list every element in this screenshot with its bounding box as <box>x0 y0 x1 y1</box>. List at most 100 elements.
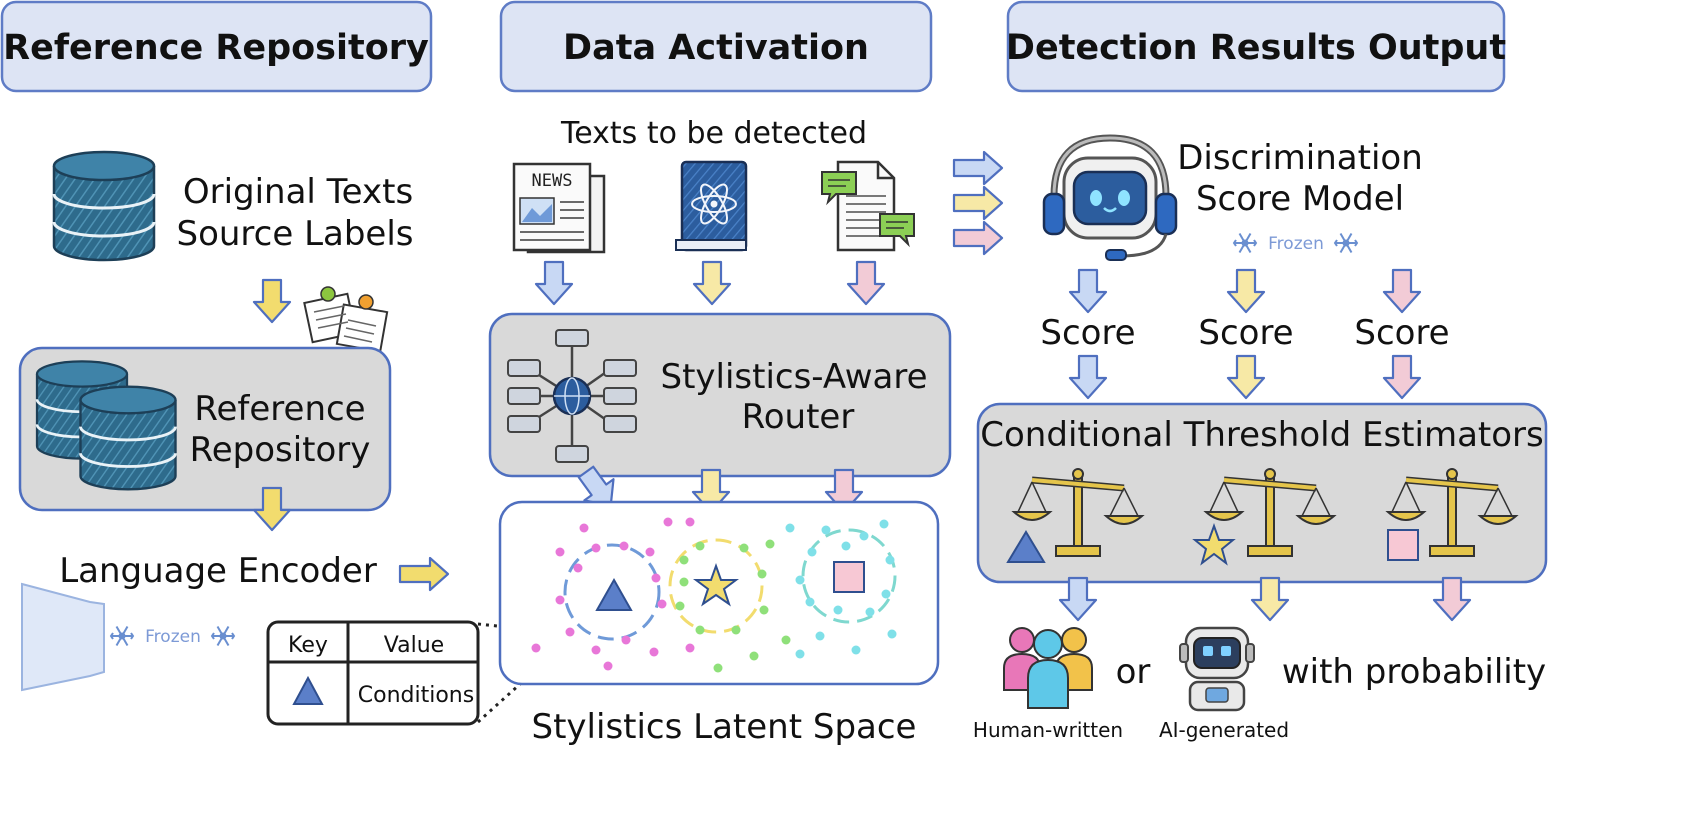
latent-point <box>663 517 673 527</box>
original-texts-label: Original Texts <box>183 172 413 212</box>
science-book-icon <box>675 160 748 252</box>
arrow-down-yellow-mid <box>692 260 732 306</box>
arrow-right-pink-top <box>952 220 1004 256</box>
latent-point <box>651 573 661 583</box>
latent-point <box>851 645 861 655</box>
snowflake-icon <box>110 625 134 647</box>
ai-generated-label: AI-generated <box>1159 718 1289 742</box>
square-cluster-icon <box>833 561 865 593</box>
header-detection-results: Detection Results Output <box>1006 0 1506 93</box>
header-data-activation: Data Activation <box>499 0 933 93</box>
triangle-estimator-icon <box>1006 530 1046 563</box>
latent-point <box>805 597 815 607</box>
arrow-down-yellow-score2 <box>1226 354 1266 400</box>
arrow-down-blue-out <box>1058 576 1098 622</box>
latent-point <box>555 547 565 557</box>
latent-point <box>531 643 541 653</box>
robot-headset-icon <box>1042 134 1178 261</box>
latent-point <box>565 627 575 637</box>
latent-point <box>621 635 631 645</box>
latent-point <box>765 539 775 549</box>
newspaper-icon: NEWS <box>512 162 606 254</box>
arrow-right-yellow-encoder <box>398 556 450 592</box>
star-estimator-icon <box>1192 523 1236 566</box>
header-data-activation-label: Data Activation <box>563 28 869 68</box>
kv-value-cell: Conditions <box>358 683 474 708</box>
frozen-label-model: Frozen <box>1268 234 1324 254</box>
arrow-down-blue-mid <box>534 260 574 306</box>
latent-point <box>807 547 817 557</box>
kv-key-header: Key <box>288 633 328 658</box>
latent-point <box>591 645 601 655</box>
latent-point <box>757 569 767 579</box>
pinned-notes-icon <box>303 286 389 353</box>
score-label-2: Score <box>1198 313 1293 353</box>
header-reference-repository-label: Reference Repository <box>3 28 429 68</box>
latent-point <box>713 663 723 673</box>
router-network-icon <box>507 329 637 463</box>
latent-point <box>579 523 589 533</box>
latent-point <box>859 531 869 541</box>
arrow-down-pink-score2 <box>1382 354 1422 400</box>
arrow-right-yellow-top <box>952 185 1004 221</box>
latent-point <box>685 517 695 527</box>
triangle-cluster-icon <box>595 577 633 611</box>
header-reference-repository: Reference Repository <box>0 0 433 93</box>
reference-repository-line1: Reference <box>194 389 365 429</box>
router-line1: Stylistics-Aware <box>660 357 927 397</box>
latent-point <box>785 523 795 533</box>
latent-point <box>573 563 583 573</box>
frozen-label-encoder: Frozen <box>145 627 201 647</box>
latent-point <box>591 543 601 553</box>
with-probability-label: with probability <box>1282 652 1546 692</box>
score-model-line1: Discrimination <box>1177 138 1423 178</box>
latent-point <box>739 543 749 553</box>
arrow-down-pink-out <box>1432 576 1472 622</box>
snowflake-icon <box>1334 232 1358 254</box>
latent-point <box>815 631 825 641</box>
human-group-icon <box>1003 627 1093 709</box>
news-label: NEWS <box>532 171 573 191</box>
snowflake-icon <box>211 625 235 647</box>
arrow-down-yellow-score1 <box>1226 268 1266 314</box>
snowflake-icon <box>1233 232 1257 254</box>
arrow-down-pink-score1 <box>1382 268 1422 314</box>
latent-point <box>749 651 759 661</box>
arrow-down-pink-mid <box>846 260 886 306</box>
header-detection-results-label: Detection Results Output <box>1006 28 1506 68</box>
arrow-down-blue-score1 <box>1068 268 1108 314</box>
latent-point <box>731 625 741 635</box>
latent-point <box>879 519 889 529</box>
arrow-down-yellow-1 <box>252 278 292 324</box>
latent-point <box>795 649 805 659</box>
latent-point <box>841 541 851 551</box>
latent-points <box>531 517 897 673</box>
key-value-table: Key Value Conditions <box>266 620 480 726</box>
encoder-trapezoid-icon <box>21 582 105 692</box>
reference-repository-line2: Repository <box>190 430 371 470</box>
score-label-3: Score <box>1354 313 1449 353</box>
latent-point <box>603 661 613 671</box>
latent-space-label: Stylistics Latent Space <box>532 707 917 747</box>
arrow-down-blue-score2 <box>1068 354 1108 400</box>
router-line2: Router <box>742 397 855 437</box>
arrow-down-yellow-out <box>1250 576 1290 622</box>
score-model-line2: Score Model <box>1196 179 1404 219</box>
or-label: or <box>1116 652 1151 692</box>
triangle-key-icon <box>292 675 324 705</box>
texts-to-be-detected-label: Texts to be detected <box>560 116 867 151</box>
latent-point <box>887 629 897 639</box>
latent-point <box>881 589 891 599</box>
document-chat-icon <box>821 160 915 252</box>
human-written-label: Human-written <box>973 718 1123 742</box>
latent-point <box>555 595 565 605</box>
ai-robot-icon <box>1179 626 1255 712</box>
score-label-1: Score <box>1040 313 1135 353</box>
latent-point <box>679 577 689 587</box>
kv-value-header: Value <box>384 633 444 658</box>
language-encoder-label: Language Encoder <box>59 551 377 591</box>
latent-point <box>679 555 689 565</box>
latent-point <box>685 643 695 653</box>
